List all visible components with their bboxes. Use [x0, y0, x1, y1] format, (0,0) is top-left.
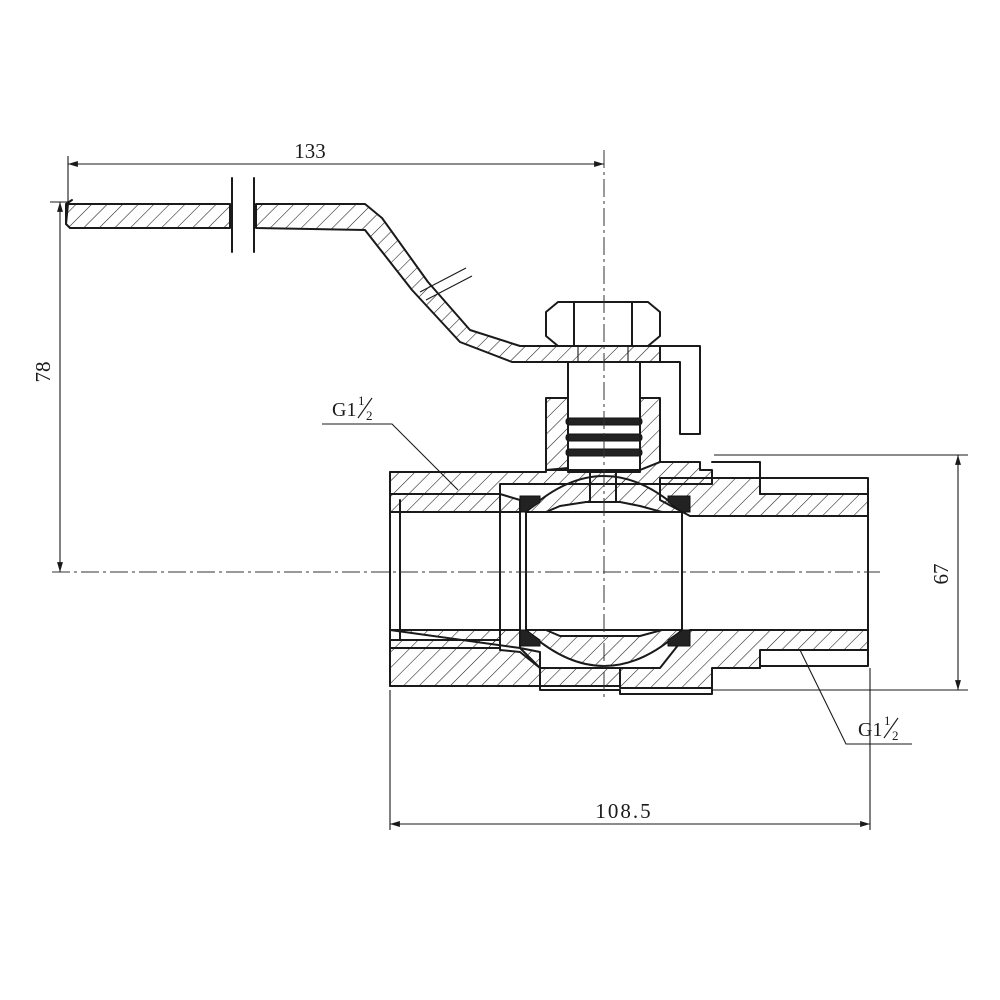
dimension-67: 67: [712, 454, 968, 691]
valve-body: [389, 397, 869, 695]
outlet-thread-den: 2: [892, 728, 899, 743]
dimension-108-5-label: 108.5: [595, 799, 652, 823]
outlet-thread-main: G1: [858, 719, 882, 741]
ball: [519, 475, 691, 667]
dimension-78: 78: [31, 201, 68, 572]
gland-nut: [545, 301, 661, 347]
inlet-thread-den: 2: [366, 408, 373, 423]
inlet-thread-label: G1 1 2: [322, 393, 459, 491]
dimension-133: 133: [67, 139, 604, 202]
dimension-78-label: 78: [31, 362, 55, 383]
dimension-67-label: 67: [929, 564, 953, 585]
outlet-thread-label: G1 1 2: [799, 649, 912, 745]
inlet-thread-num: 1: [358, 393, 365, 408]
lever-handle: [65, 177, 701, 435]
dimension-133-label: 133: [294, 139, 326, 163]
outlet-thread-num: 1: [884, 713, 891, 728]
dimension-108-5: 108.5: [389, 668, 871, 830]
inlet-thread-main: G1: [332, 399, 356, 421]
